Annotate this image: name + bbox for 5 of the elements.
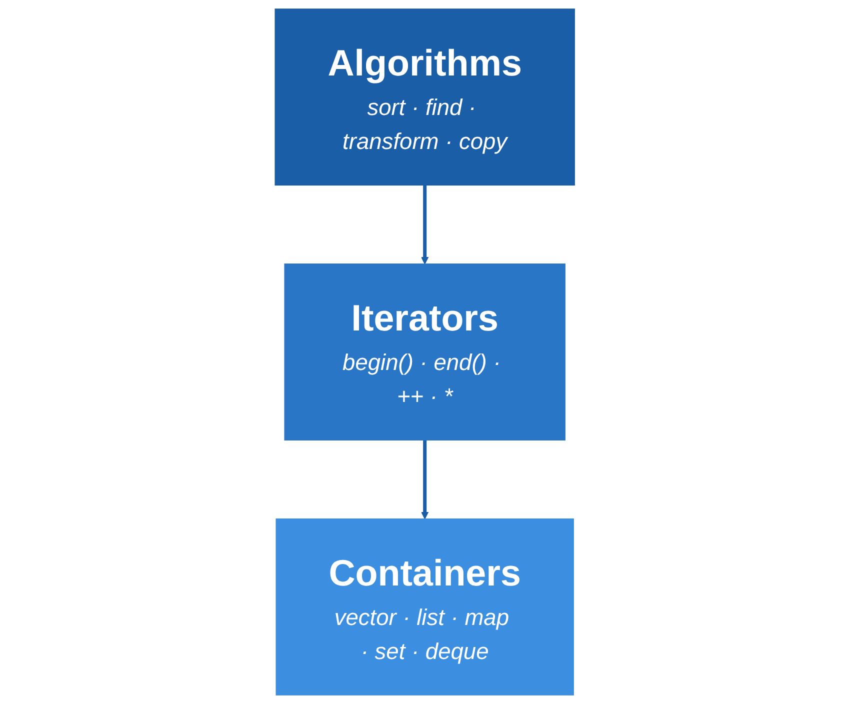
node-box: Containers vector · list · map · set · deque	[275, 518, 574, 696]
arrow	[420, 185, 428, 264]
node-box: Algorithms sort · find · transform · copy	[274, 8, 575, 186]
node-box: Iterators begin() · end() · ++ · *	[284, 264, 566, 440]
arrow	[420, 440, 428, 520]
